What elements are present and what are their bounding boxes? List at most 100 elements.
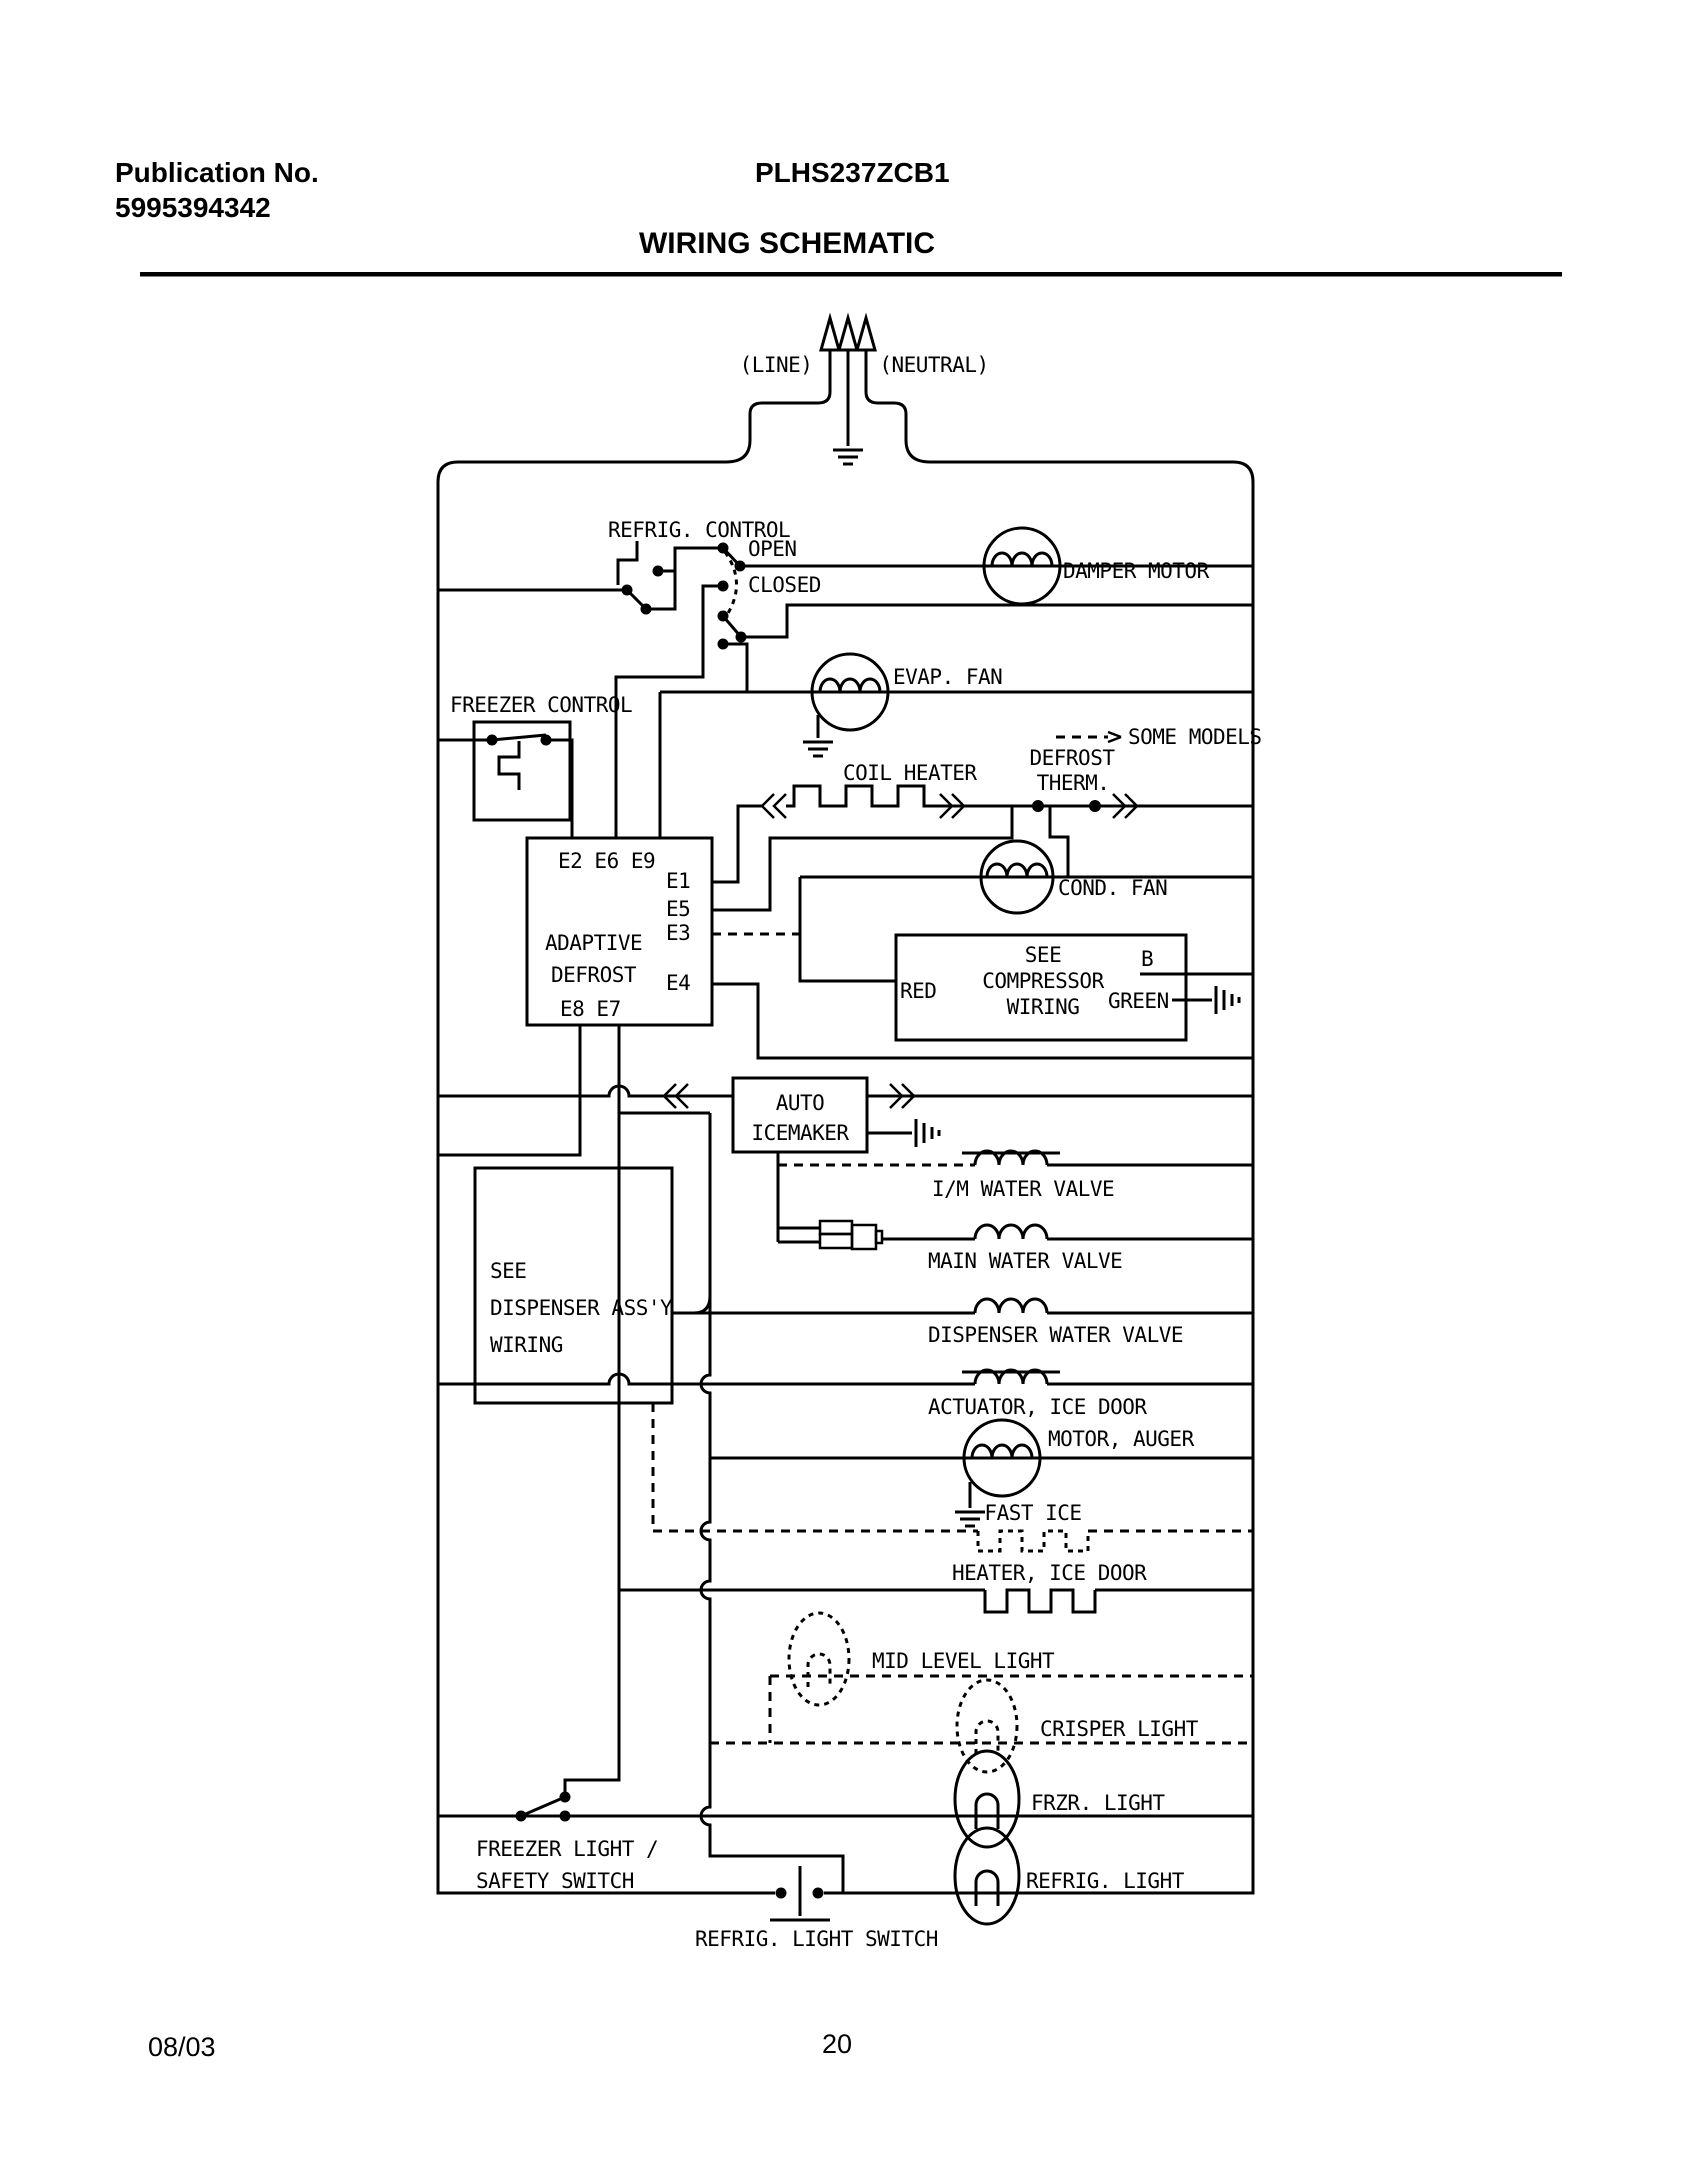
auto-icemaker-box — [731, 1076, 869, 1154]
refrig-light-switch-label: REFRIG. LIGHT SWITCH — [695, 1927, 938, 1951]
power-entry: (LINE) (NEUTRAL) — [716, 312, 989, 466]
closed-label: CLOSED — [748, 573, 821, 597]
auger-ground-symbol — [955, 1482, 985, 1528]
footer-date: 08/03 — [148, 2032, 216, 2062]
heater-ice-door: HEATER, ICE DOOR — [619, 1561, 1253, 1614]
pin-e3: E3 — [666, 921, 690, 945]
compressor-label-2: COMPRESSOR — [982, 969, 1104, 993]
refrig-light-switch: REFRIG. LIGHT SWITCH — [695, 1866, 938, 1951]
refrig-control-switch: REFRIG. CONTROL OPEN CLOSED — [438, 518, 1253, 838]
frzr-light-label: FRZR. LIGHT — [1031, 1791, 1165, 1815]
motor-auger-label: MOTOR, AUGER — [1048, 1427, 1195, 1451]
frzr-light-symbol — [953, 1749, 1021, 1849]
dispenser-box-label-1: SEE — [490, 1259, 526, 1283]
compressor-box — [894, 933, 1188, 1042]
evap-fan-symbol — [810, 652, 890, 732]
title-rule — [140, 272, 1562, 277]
page-footer: 08/03 20 — [148, 2029, 852, 2062]
red-wire-label: RED — [900, 979, 936, 1003]
refrig-light-label: REFRIG. LIGHT — [1026, 1869, 1185, 1893]
line-arrow-icon — [819, 312, 841, 352]
open-label: OPEN — [748, 537, 797, 561]
auto-icemaker: AUTO ICEMAKER — [438, 1076, 1253, 1242]
refrig-light: REFRIG. LIGHT — [953, 1826, 1185, 1926]
freezer-control-label: FREEZER CONTROL — [450, 693, 632, 717]
damper-motor-symbol — [982, 526, 1062, 606]
coil-heater-row: COIL HEATER DEFROST THERM. — [712, 746, 1253, 884]
actuator-ice-door-label: ACTUATOR, ICE DOOR — [928, 1395, 1147, 1419]
coil-heater-label: COIL HEATER — [843, 761, 977, 785]
harness-connector — [778, 1219, 884, 1251]
icemaker-connector-right-icon — [889, 1083, 916, 1109]
auto-icemaker-label-2: ICEMAKER — [751, 1121, 849, 1145]
publication-number: 5995394342 — [115, 192, 271, 223]
dispenser-valve-coil-symbol — [973, 1297, 1049, 1314]
actuator-ice-door: ACTUATOR, ICE DOOR — [438, 1368, 1253, 1419]
damper-motor-label: DAMPER MOTOR — [1063, 559, 1210, 583]
mid-level-light-label: MID LEVEL LIGHT — [872, 1649, 1055, 1673]
damper-motor: DAMPER MOTOR — [740, 526, 1253, 606]
freezer-control: FREEZER CONTROL — [438, 693, 633, 838]
schematic-border — [436, 460, 1255, 1895]
cond-fan-label: COND. FAN — [1058, 876, 1167, 900]
switch-link — [723, 551, 738, 619]
evap-fan-label: EVAP. FAN — [893, 665, 1002, 689]
cond-fan: COND. FAN — [712, 806, 1253, 934]
connector-arrows-right2-icon — [1112, 793, 1139, 819]
evap-ground-symbol — [803, 715, 833, 758]
compressor-label-1: SEE — [1025, 943, 1061, 967]
e8-wire — [438, 1025, 582, 1157]
publication-label: Publication No. — [115, 157, 319, 188]
crisper-light-label: CRISPER LIGHT — [1040, 1717, 1199, 1741]
fast-ice: FAST ICE — [651, 1403, 1253, 1553]
im-valve-coil-symbol — [973, 1149, 1049, 1166]
compressor: SEE COMPRESSOR WIRING RED B GREEN — [712, 932, 1253, 1042]
neutral-label: (NEUTRAL) — [879, 353, 988, 377]
footer-page-number: 20 — [822, 2029, 852, 2059]
main-valve-coil-symbol — [973, 1223, 1049, 1240]
crisper-light: CRISPER LIGHT — [710, 1678, 1253, 1774]
e4-wire — [712, 982, 1253, 1060]
actuator-coil-symbol — [973, 1368, 1049, 1385]
im-water-valve-label: I/M WATER VALVE — [932, 1177, 1114, 1201]
freezer-control-box — [472, 720, 572, 822]
model-number: PLHS237ZCB1 — [755, 157, 950, 188]
some-models-label: SOME MODELS — [1128, 725, 1262, 749]
pin-e5: E5 — [666, 897, 690, 921]
dispenser-box-label-3: WIRING — [490, 1333, 563, 1357]
connector-arrows-right-icon — [939, 793, 966, 819]
refrig-light-symbol — [953, 1826, 1021, 1926]
crisper-light-symbol — [955, 1678, 1019, 1774]
dispenser-box-label-2: DISPENSER ASS'Y — [490, 1296, 673, 1320]
dispenser-assy-box: SEE DISPENSER ASS'Y WIRING — [473, 1166, 674, 1405]
page-title: WIRING SCHEMATIC — [639, 227, 935, 260]
cond-fan-symbol — [979, 839, 1055, 915]
b-wire-label: B — [1141, 947, 1153, 971]
adaptive-defrost: E2 E6 E9 E1 E5 E3 ADAPTIVE DEFROST E4 E8… — [525, 836, 714, 1027]
fast-ice-heater-symbol — [976, 1529, 1090, 1553]
motor-auger: MOTOR, AUGER — [710, 1418, 1253, 1528]
freezer-switch-label-1: FREEZER LIGHT / — [476, 1837, 658, 1861]
auto-icemaker-label-1: AUTO — [776, 1091, 825, 1115]
mid-level-light: MID LEVEL LIGHT — [768, 1611, 1253, 1743]
fast-ice-label: FAST ICE — [984, 1501, 1081, 1525]
some-models-legend: SOME MODELS — [1056, 725, 1262, 749]
green-wire-label: GREEN — [1108, 989, 1169, 1013]
ground-arrow-icon — [837, 312, 859, 352]
mid-level-light-symbol — [787, 1611, 851, 1707]
adaptive-label-1: ADAPTIVE — [545, 931, 642, 955]
adaptive-label-2: DEFROST — [551, 963, 637, 987]
dispenser-water-valve: DISPENSER WATER VALVE — [672, 1297, 1253, 1347]
main-water-valve: MAIN WATER VALVE — [882, 1223, 1253, 1273]
frzr-light: FRZR. LIGHT — [438, 1749, 1253, 1849]
icemaker-connector-left-icon — [662, 1083, 689, 1109]
page-header: Publication No. 5995394342 PLHS237ZCB1 W… — [115, 157, 1562, 277]
heater-ice-door-label: HEATER, ICE DOOR — [952, 1561, 1147, 1585]
pin-e1: E1 — [666, 869, 690, 893]
defrost-therm-label-2: THERM. — [1037, 771, 1110, 795]
evap-fan: EVAP. FAN — [658, 652, 1253, 838]
refrig-control-label: REFRIG. CONTROL — [608, 518, 790, 542]
ice-door-heater-symbol — [983, 1588, 1097, 1614]
